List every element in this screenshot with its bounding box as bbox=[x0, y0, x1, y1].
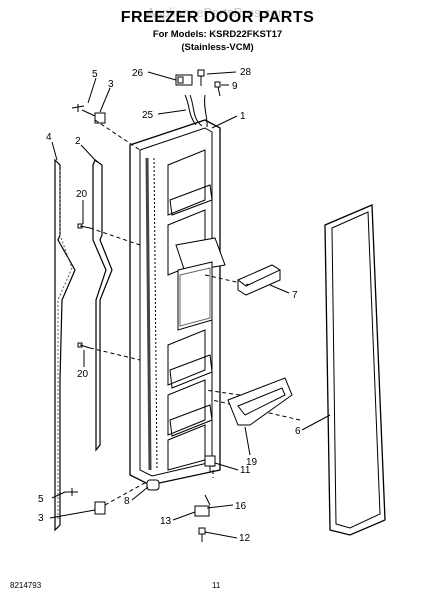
shelf-7 bbox=[237, 264, 282, 296]
callout-20-bottom: 20 bbox=[77, 369, 89, 380]
callout-5-top: 5 bbox=[92, 69, 98, 80]
page-title: FREEZER DOOR PARTS bbox=[120, 9, 315, 26]
door-handle-bar bbox=[92, 159, 113, 452]
callout-11: 11 bbox=[240, 465, 251, 476]
door-panel bbox=[129, 119, 226, 486]
watermark: AppliancePartsPros.com bbox=[146, 5, 289, 20]
callout-5-bottom: 5 bbox=[38, 494, 44, 505]
callout-9: 9 bbox=[232, 81, 238, 92]
callout-19: 19 bbox=[246, 457, 258, 468]
door-gasket-frame bbox=[324, 204, 386, 536]
callout-6: 6 bbox=[295, 426, 301, 437]
top-hinge-hardware bbox=[71, 104, 106, 124]
callout-7: 7 bbox=[292, 290, 298, 301]
screws-20 bbox=[77, 223, 91, 349]
callout-20-top: 20 bbox=[76, 189, 88, 200]
model-line: For Models: KSRD22FKST17 bbox=[152, 29, 283, 40]
leader-lines bbox=[49, 71, 331, 539]
callout-8: 8 bbox=[124, 496, 130, 507]
callout-12: 12 bbox=[239, 533, 251, 544]
callout-25: 25 bbox=[142, 110, 154, 121]
callout-13: 13 bbox=[160, 516, 172, 527]
doc-number: 8214793 bbox=[10, 581, 42, 590]
callout-2: 2 bbox=[75, 136, 81, 147]
bottom-hardware bbox=[65, 455, 216, 542]
callout-4: 4 bbox=[46, 132, 52, 143]
page-number: 11 bbox=[212, 581, 221, 590]
callout-28: 28 bbox=[240, 67, 252, 78]
callout-3-bottom: 3 bbox=[38, 513, 44, 524]
screws-top bbox=[197, 69, 221, 97]
finish-line: (Stainless-VCM) bbox=[181, 42, 254, 53]
callout-3-top: 3 bbox=[108, 79, 114, 90]
callout-16: 16 bbox=[235, 501, 247, 512]
door-bin-19 bbox=[227, 377, 293, 426]
callout-1: 1 bbox=[240, 111, 246, 122]
wire-harness bbox=[175, 74, 208, 128]
callout-26: 26 bbox=[132, 68, 144, 79]
